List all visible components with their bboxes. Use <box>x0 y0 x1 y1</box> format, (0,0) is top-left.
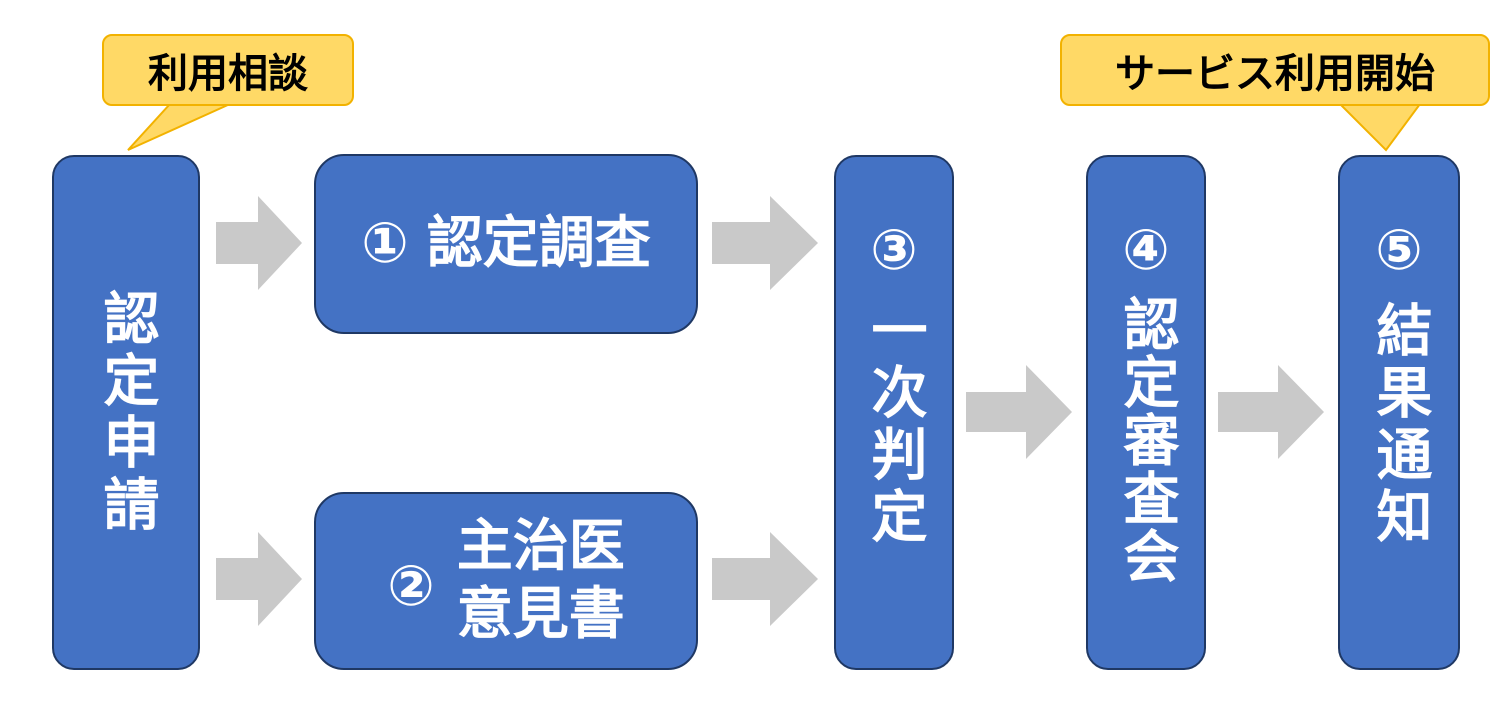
arrow-primary-judgment-to-committee <box>966 365 1072 459</box>
step-notice: ⑤ 結果通知 <box>1338 155 1460 670</box>
arrow-application-to-survey <box>216 196 302 290</box>
step-application: 認定申請 <box>52 155 200 670</box>
step-doctor-opinion-label-line2: 意見書 <box>456 582 625 647</box>
callout-tail-service-start <box>1337 103 1422 152</box>
arrow-doctor-opinion-to-primary-judgment <box>712 532 818 626</box>
step-notice-number: ⑤ <box>1375 218 1423 283</box>
step-doctor-opinion-label-line1: 主治医 <box>456 514 625 579</box>
arrow-application-to-doctor-opinion <box>216 532 302 626</box>
callout-consultation: 利用相談 <box>102 34 354 106</box>
callout-service-start: サービス利用開始 <box>1060 34 1490 106</box>
step-notice-label: 結果通知 <box>1367 301 1432 549</box>
step-survey-label: 認定調査 <box>426 211 651 276</box>
step-survey-number: ① <box>361 211 409 276</box>
step-primary-judgment: ③ 一次判定 <box>834 155 954 670</box>
step-committee-number: ④ <box>1122 218 1170 283</box>
step-application-label: 認定申請 <box>94 288 159 537</box>
arrow-survey-to-primary-judgment <box>712 196 818 290</box>
arrow-committee-to-notice <box>1218 365 1324 459</box>
step-primary-judgment-label: 一次判定 <box>862 301 927 549</box>
step-doctor-opinion: ② 主治医 意見書 <box>314 492 698 670</box>
step-doctor-opinion-number: ② <box>387 554 435 619</box>
step-committee-label: 認定審査会 <box>1114 295 1179 585</box>
step-primary-judgment-number: ③ <box>870 218 918 283</box>
step-survey: ① 認定調査 <box>314 154 698 334</box>
callout-service-start-label: サービス利用開始 <box>1115 51 1435 97</box>
callout-tail-consultation <box>127 103 231 151</box>
step-committee: ④ 認定審査会 <box>1086 155 1206 670</box>
callout-consultation-label: 利用相談 <box>148 51 308 97</box>
